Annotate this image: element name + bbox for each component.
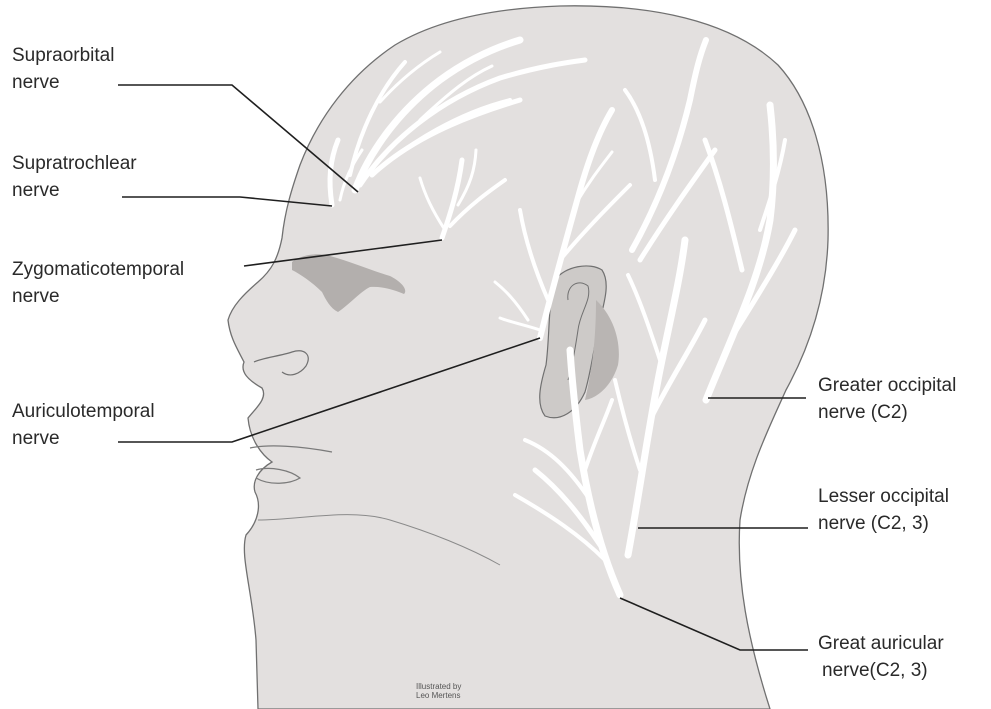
label-supraorbital-line1: Supraorbital (12, 42, 114, 69)
label-greater-occipital-line2: nerve (C2) (818, 399, 956, 426)
label-auriculotemporal: Auriculotemporal nerve (12, 398, 155, 452)
label-lesser-occipital-line1: Lesser occipital (818, 483, 949, 510)
label-zygomaticotemporal-line2: nerve (12, 283, 184, 310)
label-greater-occipital-line1: Greater occipital (818, 372, 956, 399)
label-supratrochlear-line2: nerve (12, 177, 137, 204)
label-zygomaticotemporal-line1: Zygomaticotemporal (12, 256, 184, 283)
label-great-auricular: Great auricular nerve(C2, 3) (818, 630, 944, 684)
label-supratrochlear: Supratrochlear nerve (12, 150, 137, 204)
label-zygomaticotemporal: Zygomaticotemporal nerve (12, 256, 184, 310)
label-supraorbital-line2: nerve (12, 69, 114, 96)
label-great-auricular-line1: Great auricular (818, 630, 944, 657)
label-supratrochlear-line1: Supratrochlear (12, 150, 137, 177)
credit-line1: Illustrated by (416, 682, 461, 691)
label-lesser-occipital: Lesser occipital nerve (C2, 3) (818, 483, 949, 537)
label-auriculotemporal-line1: Auriculotemporal (12, 398, 155, 425)
head-silhouette (228, 6, 828, 709)
label-supraorbital: Supraorbital nerve (12, 42, 114, 96)
label-auriculotemporal-line2: nerve (12, 425, 155, 452)
illustrator-credit: Illustrated by Leo Mertens (416, 682, 461, 700)
label-greater-occipital: Greater occipital nerve (C2) (818, 372, 956, 426)
label-lesser-occipital-line2: nerve (C2, 3) (818, 510, 949, 537)
label-great-auricular-line2: nerve(C2, 3) (818, 657, 944, 684)
credit-line2: Leo Mertens (416, 691, 461, 700)
